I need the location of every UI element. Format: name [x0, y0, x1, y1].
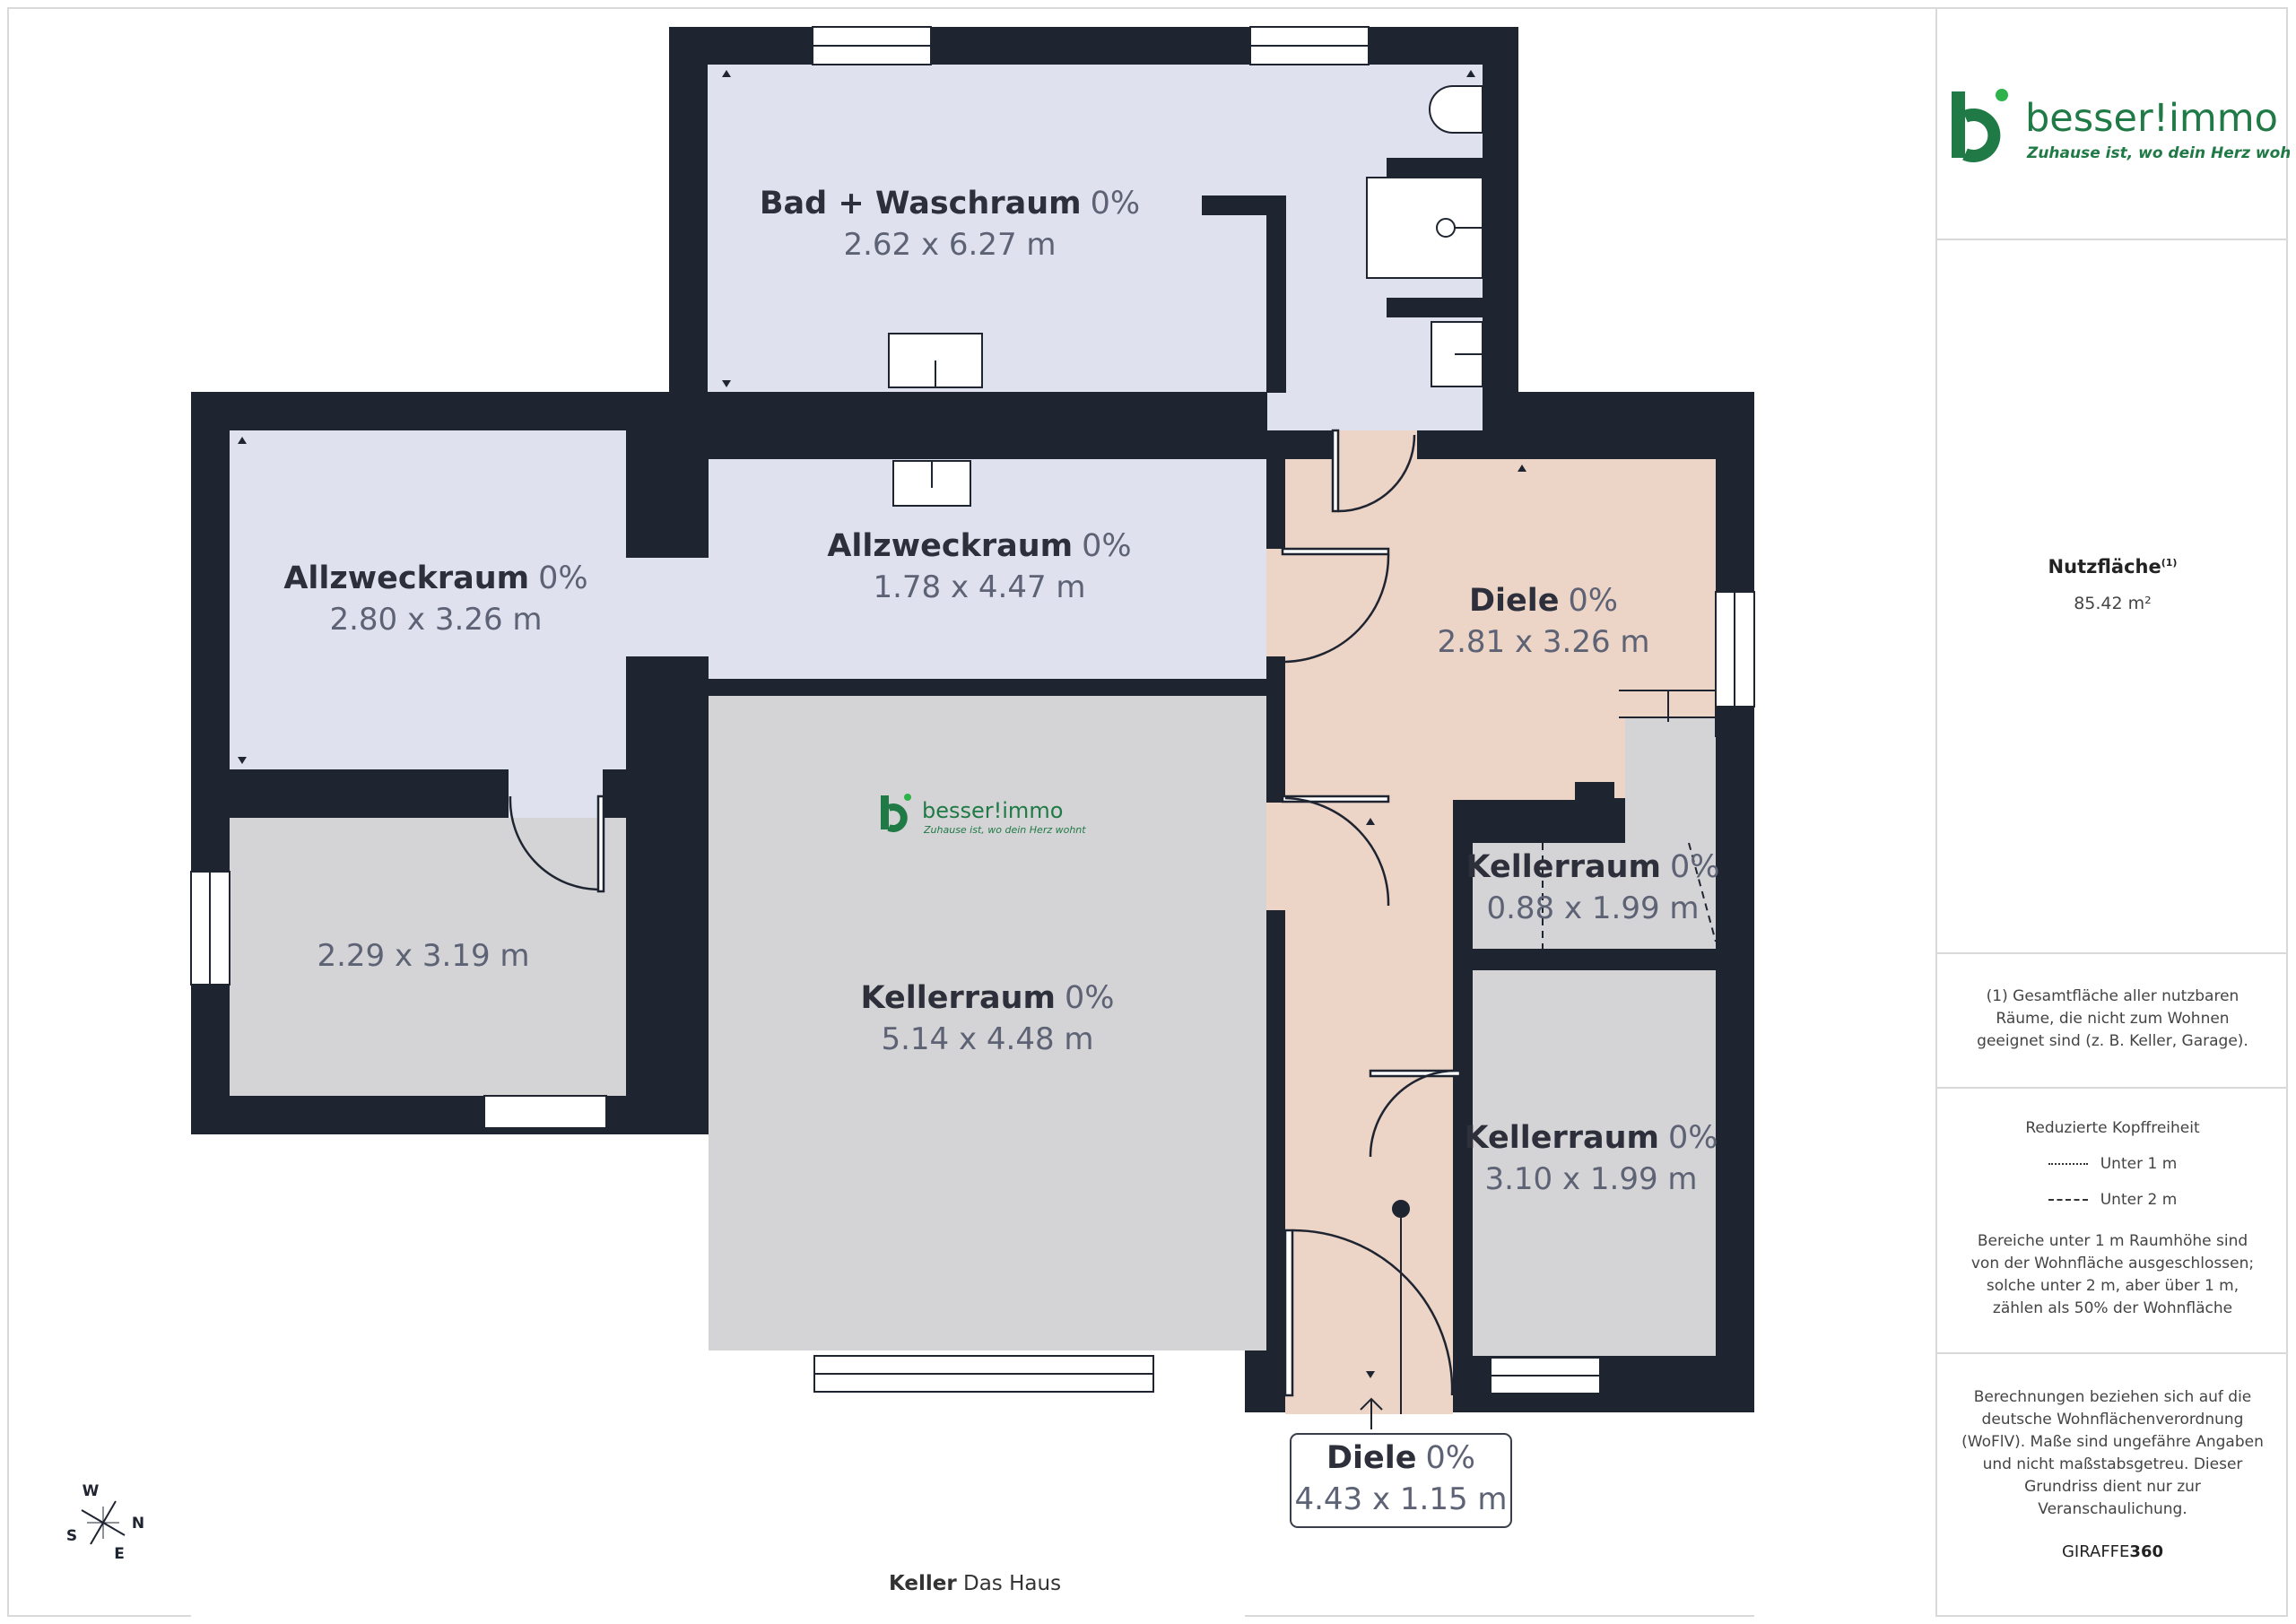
giraffe-credit: GIRAFFE360 — [2061, 1542, 2163, 1561]
room-floor-diele-low — [1285, 966, 1453, 1414]
interior-walls — [1202, 158, 1716, 1347]
passage-left — [626, 558, 709, 656]
dashed-line-icon — [2048, 1199, 2088, 1201]
room-dims: 2.29 x 3.19 m — [317, 938, 529, 974]
brand-name-part1: besser — [2025, 96, 2153, 141]
doors — [509, 429, 1462, 1397]
sidebar-divider — [1937, 1087, 2288, 1089]
headroom-text: Bereiche unter 1 m Raumhöhe sind von der… — [1970, 1232, 2255, 1317]
passage-diele-left2 — [1266, 803, 1285, 910]
legend-under-1m: Unter 1 m — [1937, 1155, 2288, 1173]
room-floor-bad — [708, 65, 1267, 392]
room-floor-keller-small-top — [1625, 717, 1716, 843]
exterior — [191, 1134, 1935, 1624]
dimension-ticks — [238, 70, 1526, 1378]
entry-arrow — [1360, 1397, 1383, 1429]
brand-name-part2: immo — [2169, 96, 2278, 141]
area-value: 85.42 m² — [2074, 594, 2152, 613]
window — [483, 1095, 607, 1129]
svg-text:besser!immo: besser!immo — [922, 798, 1063, 823]
room-dims: 2.62 x 6.27 m — [843, 227, 1056, 263]
brand-tagline: Zuhause ist, wo dein Herz wohnt — [2026, 144, 2290, 162]
brand-logo: besser!immo Zuhause ist, wo dein Herz wo… — [1952, 89, 2290, 162]
compass-n: N — [132, 1515, 144, 1533]
room-floor-keller-big — [709, 696, 1266, 1350]
room-dims: 1.78 x 4.47 m — [873, 569, 1085, 605]
fixtures — [888, 85, 1483, 1414]
room-floor-allzweck-mid — [709, 459, 1266, 679]
info-sidebar: besser!immo Zuhause ist, wo dein Herz wo… — [1935, 7, 2290, 1617]
room-dims: 5.14 x 4.48 m — [881, 1021, 1093, 1057]
area-title: Nutzfläche(1) — [2048, 556, 2178, 578]
room-floor-diele-mid — [1285, 800, 1453, 966]
area-footnote: (1) Gesamtfläche aller nutzbaren Räume, … — [1977, 987, 2248, 1050]
headroom-title: Reduzierte Kopffreiheit — [2025, 1119, 2200, 1137]
door-swing — [1369, 1069, 1461, 1158]
door-swing — [509, 795, 599, 891]
sidebar-divider — [1937, 952, 2288, 954]
door-swing — [1284, 796, 1390, 907]
room-dims: 2.81 x 3.26 m — [1437, 624, 1649, 660]
door-swing — [1337, 434, 1416, 513]
room-floor-allzweck-left — [230, 430, 626, 769]
toilet — [1429, 85, 1483, 134]
sidebar-divider — [1937, 1352, 2288, 1354]
room-dims: 4.43 x 1.15 m — [1294, 1481, 1507, 1517]
passage-diele-left1 — [1266, 549, 1285, 656]
entry-label-box — [1290, 1433, 1512, 1528]
svg-text:Zuhause ist, wo dein Herz wohn: Zuhause ist, wo dein Herz wohnt — [923, 824, 1086, 836]
building-label: Das Haus — [963, 1572, 1062, 1595]
dotted-line-icon — [2048, 1163, 2088, 1165]
compass-e: E — [114, 1545, 125, 1563]
watermark-logo: besser!immo Zuhause ist, wo dein Herz wo… — [881, 794, 1086, 836]
room-dims: 0.88 x 1.99 m — [1486, 890, 1699, 926]
room-dims: 3.10 x 1.99 m — [1484, 1161, 1697, 1197]
floor-plan: besser!immo Zuhause ist, wo dein Herz wo… — [65, 26, 1935, 1624]
sidebar-divider — [1937, 239, 2288, 240]
svg-text:besser!immo: besser!immo — [2025, 96, 2278, 141]
floor-label: Keller — [889, 1572, 957, 1595]
room-floor-storage-left — [230, 818, 626, 1096]
room-floor-keller-right — [1473, 970, 1716, 1356]
stairs — [1542, 690, 1717, 949]
passage-bad-diele — [1332, 430, 1417, 459]
legend-under-2m: Unter 2 m — [1937, 1191, 2288, 1209]
door-swing — [1284, 553, 1390, 664]
windows — [190, 26, 1755, 1394]
compass-s: S — [66, 1527, 77, 1545]
room-floor-keller-small — [1464, 843, 1716, 949]
calc-text: Berechnungen beziehen sich auf die deuts… — [1961, 1388, 2264, 1518]
room-dims: 2.80 x 3.26 m — [329, 602, 542, 638]
passage-storage-door — [509, 769, 603, 818]
door-swing — [1292, 1229, 1454, 1396]
compass-w: W — [83, 1482, 100, 1500]
compass: W N S E — [66, 1482, 144, 1563]
